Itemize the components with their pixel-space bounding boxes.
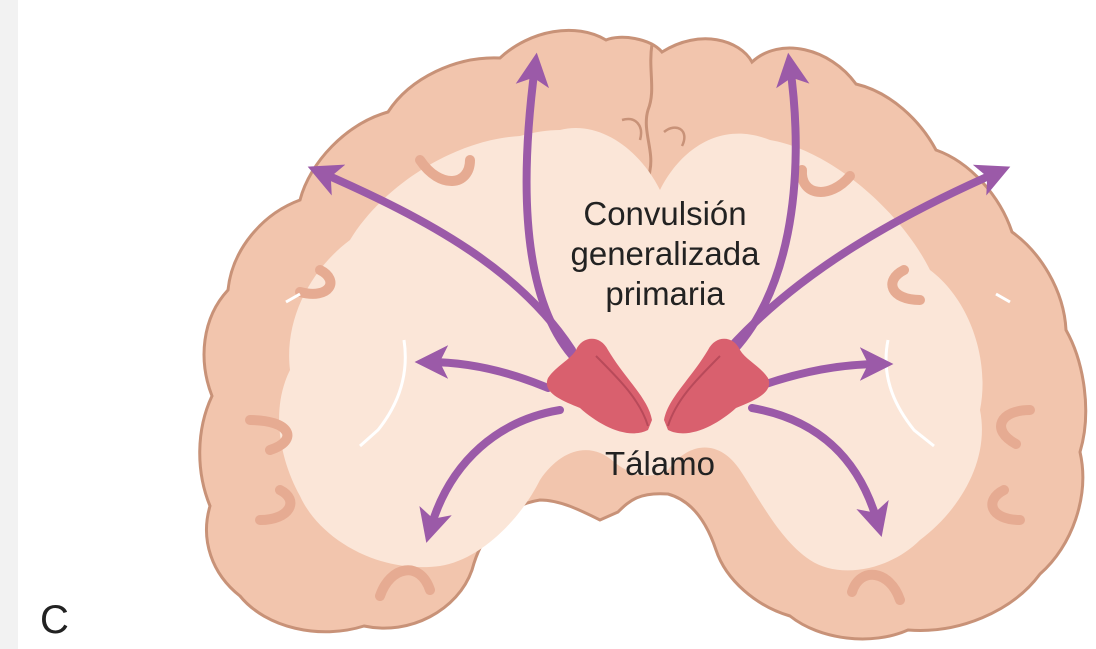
- panel-letter: C: [40, 598, 69, 642]
- seizure-label-line1: Convulsión: [520, 194, 810, 234]
- seizure-label-line3: primaria: [520, 274, 810, 314]
- thalamus-label: Tálamo: [560, 444, 760, 484]
- seizure-label-line2: generalizada: [520, 234, 810, 274]
- seizure-label: Convulsión generalizada primaria: [520, 194, 810, 314]
